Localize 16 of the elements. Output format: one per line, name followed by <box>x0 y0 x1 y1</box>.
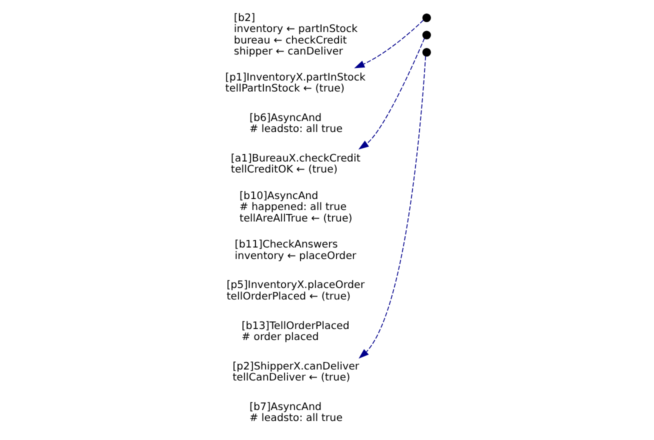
node-circle <box>422 48 430 57</box>
node-text: [p2]ShipperX.canDeliver tellCanDeliver ← (true) <box>232 360 359 384</box>
node-text: [b13]TellOrderPlaced # order placed <box>241 320 349 343</box>
node-text: [p5]InventoryX.placeOrder tellOrderPlaced ← (true) <box>226 279 364 302</box>
node-circle <box>422 30 430 40</box>
node-text: [b6]AsyncAnd # leadsto: all true <box>248 112 342 136</box>
node-text: [b10]AsyncAnd # happened: all true tellAreAllTrue ← (true) <box>239 190 352 224</box>
arrow <box>358 56 426 359</box>
node-text: [a1]BureauX.checkCredit tellCreditOK ← (true) <box>230 152 360 176</box>
node-circle <box>422 13 430 22</box>
node-text: [b7]AsyncAnd # leadsto: all true <box>248 400 342 424</box>
arrow <box>358 38 424 150</box>
node-text: [b2] inventory ← partInStock bureau ← checkCredit shipper ← canDeliver <box>233 12 358 58</box>
node-text: [b11]CheckAnswers inventory ← placeOrder <box>234 238 356 262</box>
arrow <box>354 20 424 68</box>
node-text: [p1]InventoryX.partInStock tellPartInStock ← (true) <box>224 71 366 95</box>
